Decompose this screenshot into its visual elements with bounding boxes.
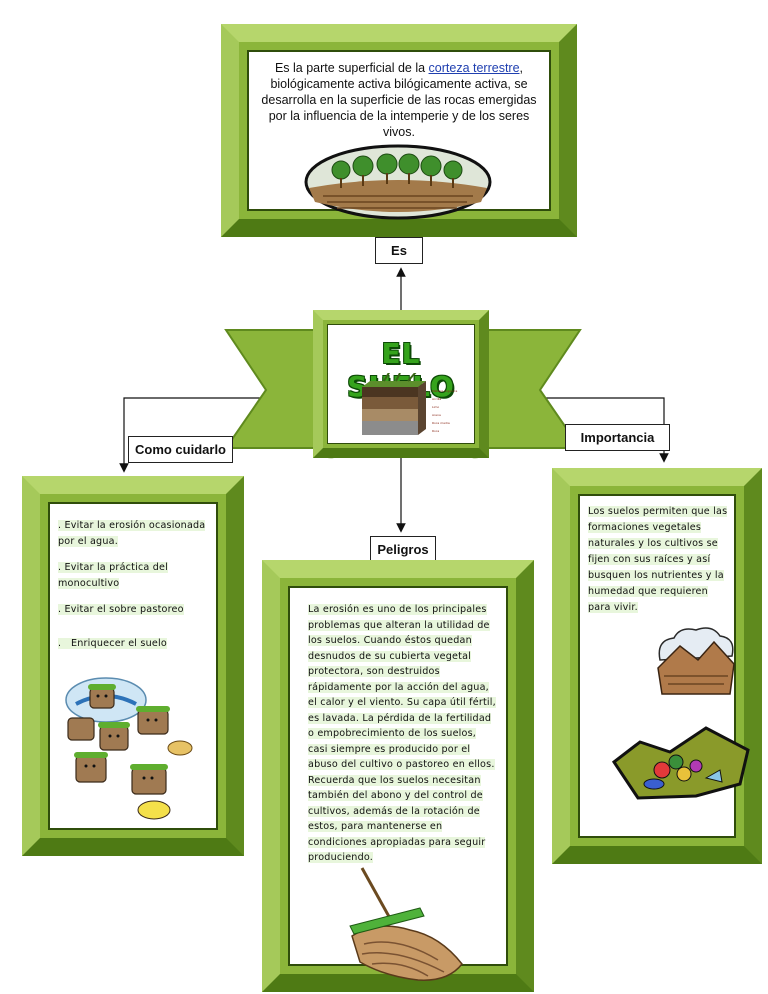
- importance-frame: Los suelos permiten que las formaciones …: [552, 468, 762, 864]
- label-peligros: Peligros: [370, 536, 436, 563]
- importance-text: Los suelos permiten que las formaciones …: [588, 506, 728, 613]
- soil-characters-illustration: [65, 677, 193, 820]
- center-frame: EL SUELO Materia orgánica Arcilla Limo A…: [313, 310, 489, 458]
- rock-erosion-illustration: [657, 627, 735, 695]
- care-item: . Enriquecer el suelo: [58, 638, 167, 649]
- dangers-text: La erosión es uno de los principales pro…: [308, 604, 496, 863]
- care-item: . Evitar la práctica del monocultivo: [58, 562, 169, 589]
- center-panel: EL SUELO Materia orgánica Arcilla Limo A…: [327, 324, 475, 444]
- label-como-cuidarlo: Como cuidarlo: [128, 436, 233, 463]
- label-es: Es: [375, 237, 423, 264]
- soil-profile-illustration: [362, 373, 426, 435]
- importance-panel: Los suelos permiten que las formaciones …: [578, 494, 750, 838]
- dangers-panel: La erosión es uno de los principales pro…: [288, 586, 508, 981]
- label-importancia: Importancia: [565, 424, 670, 451]
- care-frame: . Evitar la erosión ocasionada por el ag…: [22, 476, 244, 856]
- rake-soil-illustration: [349, 867, 463, 981]
- definition-frame: Es la parte superficial de la corteza te…: [221, 24, 577, 237]
- arrow-to-como-cuidarlo: [119, 397, 270, 473]
- center-ribbon: [224, 329, 582, 459]
- care-item: . Evitar el sobre pastoreo: [58, 604, 184, 615]
- care-panel: . Evitar la erosión ocasionada por el ag…: [48, 502, 218, 830]
- dangers-frame: La erosión es uno de los principales pro…: [262, 560, 534, 992]
- definition-panel: Es la parte superficial de la corteza te…: [247, 50, 551, 220]
- care-item: . Evitar la erosión ocasionada por el ag…: [58, 520, 206, 547]
- corteza-terrestre-link[interactable]: corteza terrestre: [428, 61, 520, 75]
- soil-nutrients-illustration: [611, 726, 750, 800]
- definition-text: Es la parte superficial de la corteza te…: [261, 61, 537, 139]
- soil-legend: Materia orgánica Arcilla Limo Arena Roca…: [432, 389, 458, 433]
- landscape-illustration: [304, 144, 492, 220]
